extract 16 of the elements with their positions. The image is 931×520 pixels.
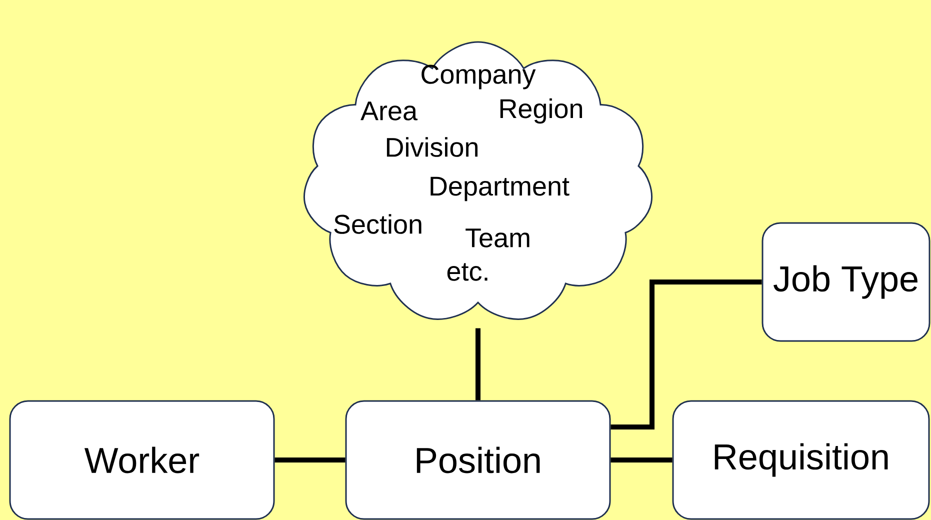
entity-box: Worker [9, 400, 275, 520]
connector-line [610, 458, 672, 462]
entity-box: Position [345, 400, 611, 520]
connector-line [476, 328, 480, 400]
cloud-text: Department [430, 176, 570, 202]
cloud-text: etc. [447, 263, 488, 281]
entity-box: Job Type [762, 222, 930, 342]
entity-box: Requisition [672, 400, 930, 520]
cloud-text: Team [466, 228, 530, 248]
cloud-text: Area [360, 102, 418, 120]
connector-line [274, 458, 346, 462]
cloud-text: Company [422, 64, 536, 90]
connector-line [610, 280, 762, 430]
cloud-text: Region [500, 98, 582, 124]
cloud-text: Section [334, 214, 422, 234]
cloud-text: Division [386, 137, 478, 157]
